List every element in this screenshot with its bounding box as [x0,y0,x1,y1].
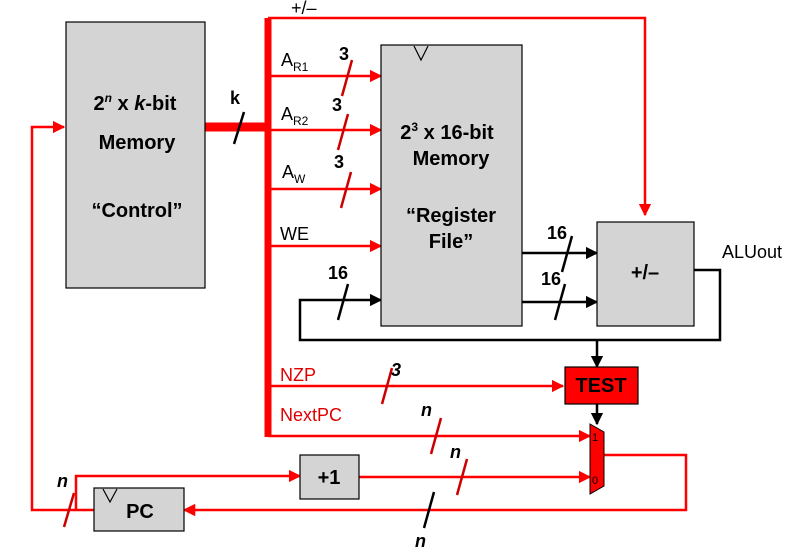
alu-op-wire [268,16,652,217]
width-rdata-top-label: 16 [547,223,567,243]
pc-clock-triangle-icon [102,488,118,504]
pc-to-control-wire [30,120,94,512]
control-memory-label: Memory [99,132,177,154]
width-tick-nextpc [429,417,443,455]
alu-label: +/– [631,262,659,284]
nextpc-label: NextPC [280,405,342,425]
width-tick-inc-out [455,458,469,496]
width-rdata-bottom-label: 16 [541,269,561,289]
width-nzp-label: 3 [391,360,401,380]
we-label: WE [280,224,309,244]
register-file-name-1: “Register [406,205,496,227]
control-memory-name: “Control” [91,200,182,222]
test-label: TEST [575,375,626,397]
width-tick-rdata-top [560,235,574,273]
aluout-writeback-wire [298,268,722,342]
width-ar2-label: 3 [332,95,342,115]
ar1-label: AR1 [281,50,309,74]
clock-triangle-icon [413,45,429,62]
control-bus-width-label: k [230,88,241,108]
register-file [380,44,523,327]
width-tick-k [232,111,246,145]
incrementer [299,454,360,500]
alu-op-label: +/– [291,0,317,18]
width-pc-out-label: n [57,471,68,491]
width-wdata-label: 16 [328,263,348,283]
pc-label: PC [126,501,154,523]
pc-register [93,487,185,532]
register-file-title: 23 x 16-bit [400,120,494,144]
mux-to-pc-wire [182,453,688,517]
width-tick-pc-in [422,491,436,529]
incrementer-label: +1 [318,467,341,489]
width-tick-wdata [336,283,350,321]
width-ar1-label: 3 [339,44,349,64]
aluout-label: ALUout [722,242,782,262]
test-unit [564,366,639,405]
width-nextpc-label: n [421,400,432,420]
width-tick-ar1 [340,59,354,97]
width-tick-aw [339,171,353,209]
mux-input-0-label: 0 [592,475,598,487]
control-memory-title: 2n x k-bit [94,91,177,115]
mux-input-1-label: 1 [592,432,598,444]
width-tick-nzp [380,367,394,405]
width-tick-ar2 [336,113,350,151]
control-memory [65,21,206,289]
width-tick-rdata-bottom [553,283,567,321]
width-aw-label: 3 [334,152,344,172]
aw-label: AW [282,162,306,186]
alu [596,221,695,327]
width-pc-in-label: n [415,531,426,551]
pc-mux [589,423,605,495]
register-file-name-2: File” [429,231,473,253]
pc-to-inc-wire [74,469,302,510]
width-tick-pc-out [62,492,76,528]
register-file-label: Memory [413,148,491,170]
nzp-label: NZP [280,365,316,385]
ar2-label: AR2 [281,104,309,128]
width-inc-out-label: n [450,442,461,462]
